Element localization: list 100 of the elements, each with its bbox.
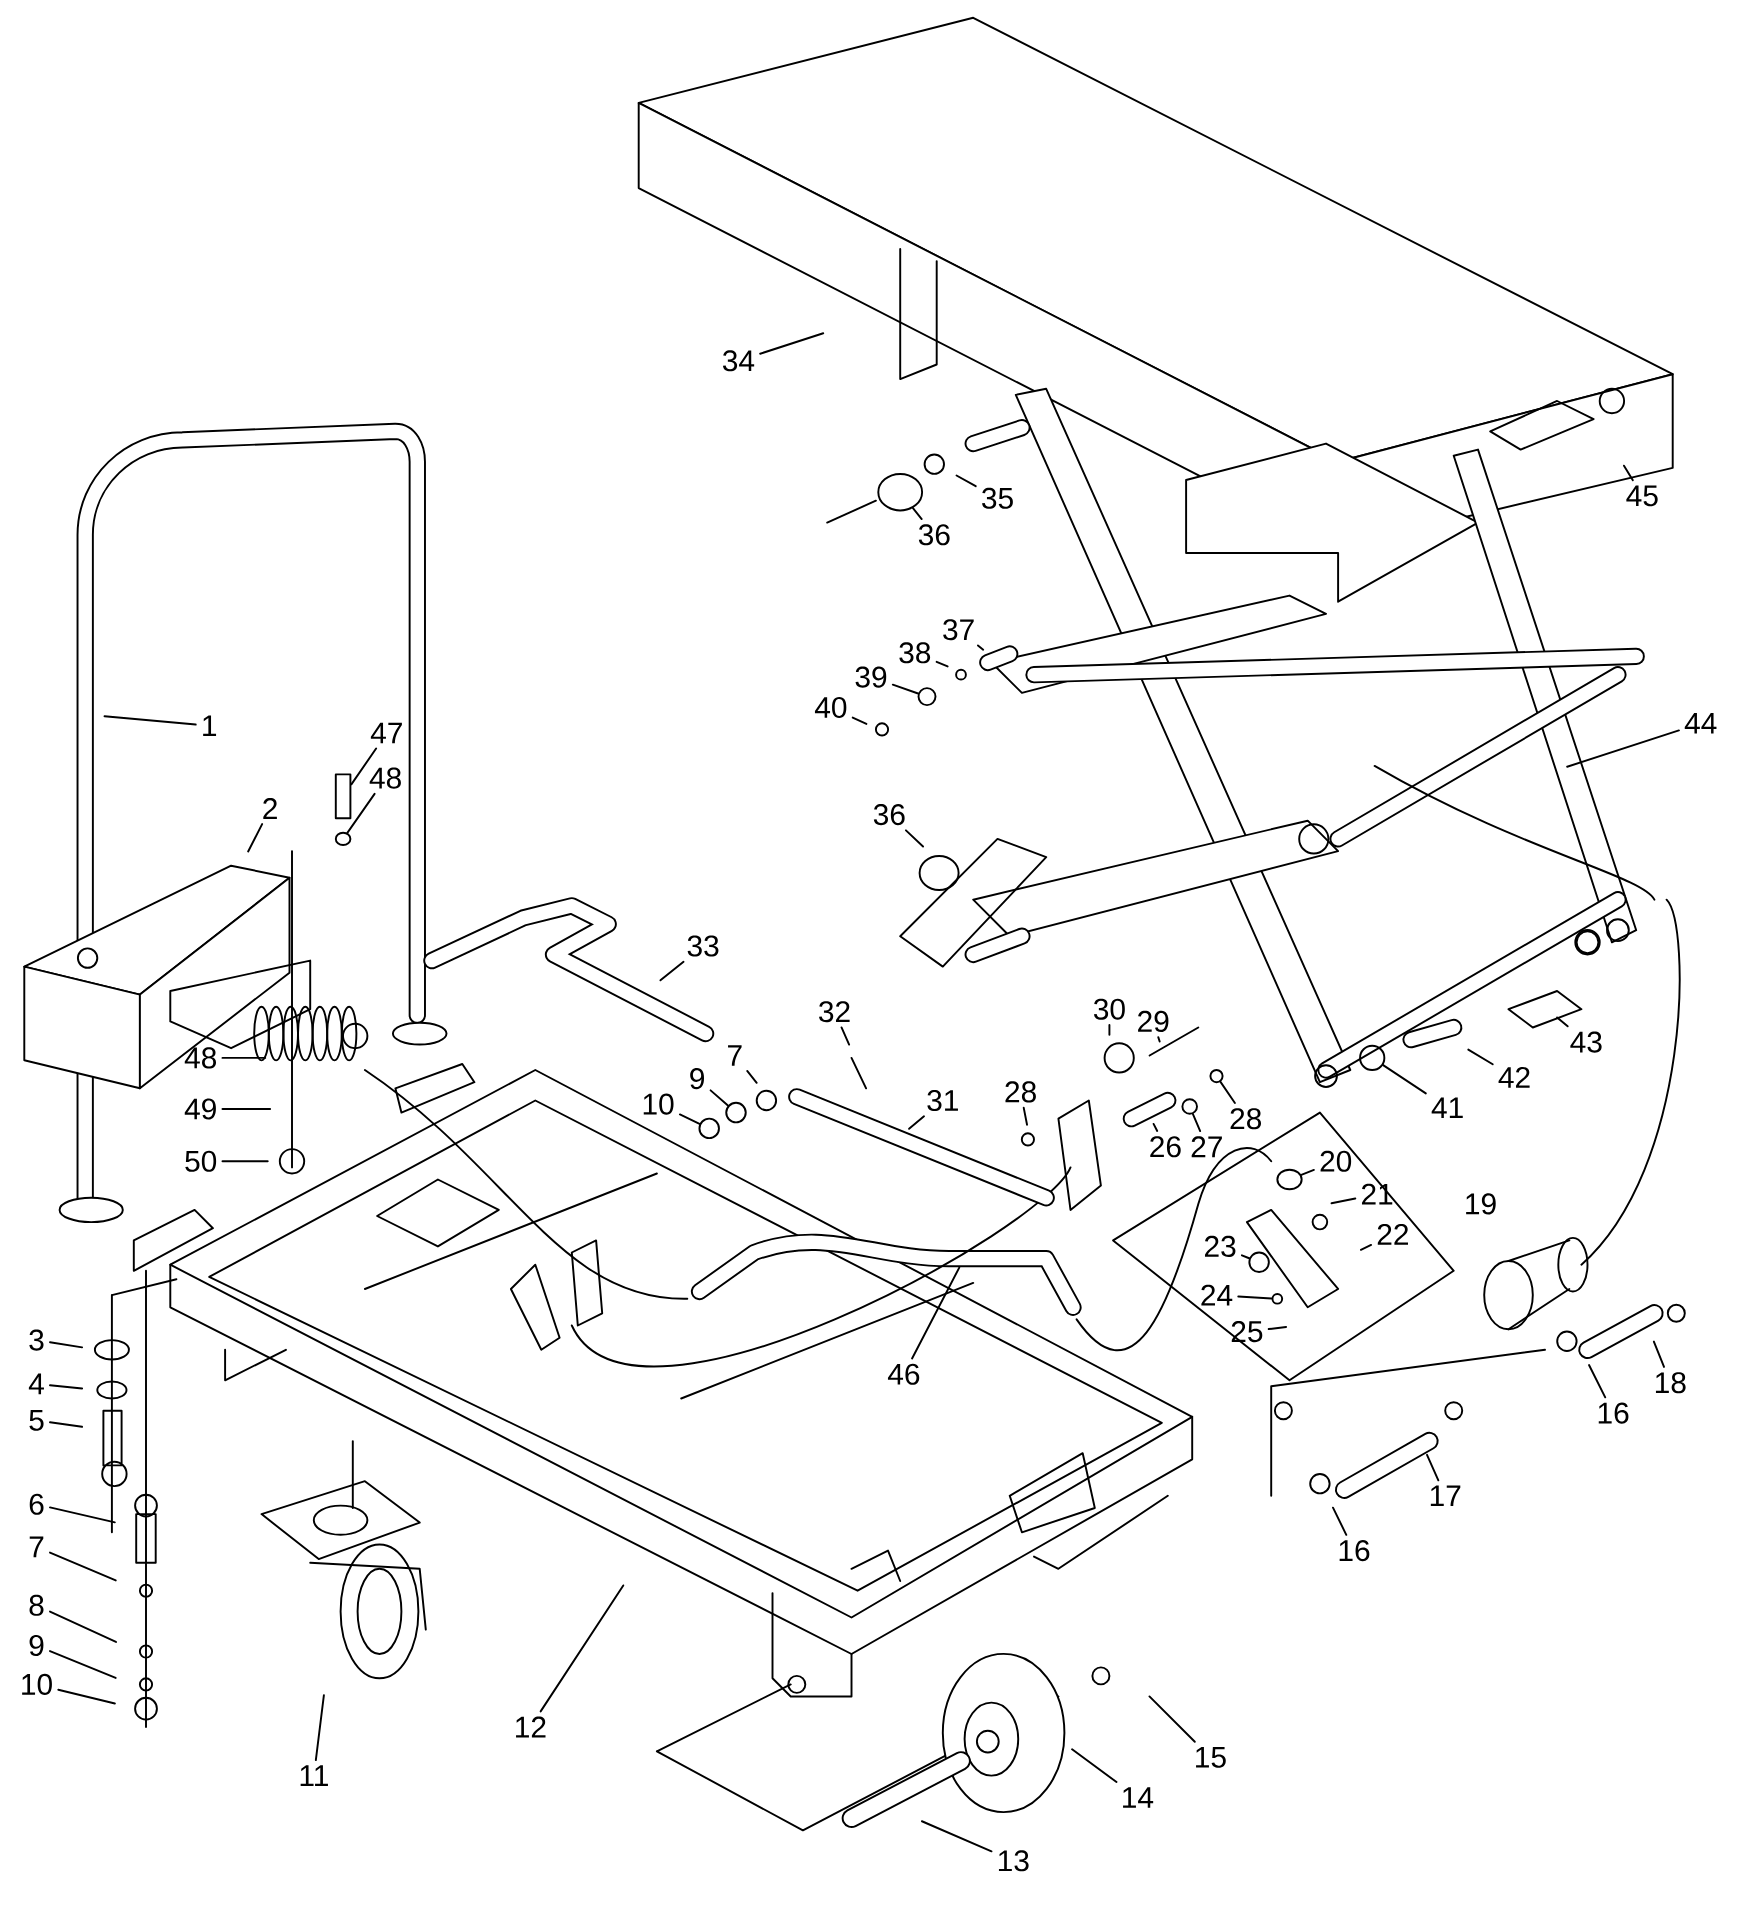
leader-line: [1300, 1168, 1315, 1176]
leader-line: [1267, 1326, 1288, 1330]
leader-line: [1359, 1243, 1373, 1251]
callout-number: 26: [1150, 1136, 1181, 1158]
leader-line: [935, 660, 949, 668]
callout-number: 16: [1339, 1540, 1370, 1562]
leader-line: [1148, 1695, 1196, 1743]
leader-line: [1152, 1122, 1159, 1132]
callout-number: 48: [369, 767, 401, 789]
leader-line: [103, 715, 197, 726]
washer: [1181, 1098, 1198, 1115]
leader-line: [1467, 1048, 1494, 1066]
leader-line: [49, 1421, 84, 1428]
callout-number: 40: [814, 696, 847, 719]
callout-number: 14: [1123, 1787, 1154, 1808]
leader-line: [49, 1610, 117, 1643]
leader-line: [746, 1070, 758, 1084]
callout-number: 41: [1431, 1097, 1463, 1119]
callout-number: 10: [22, 1673, 52, 1695]
leader-line: [1022, 1106, 1029, 1126]
leader-line: [1219, 1080, 1236, 1104]
washer: [917, 687, 937, 707]
callout-number: 47: [370, 722, 402, 744]
callout-number: 19: [1466, 1193, 1496, 1215]
callout-number: 16: [1598, 1402, 1629, 1424]
leader-line: [840, 1026, 851, 1046]
washer: [1271, 1292, 1284, 1305]
leader-line: [1240, 1254, 1251, 1260]
callout-number: 37: [943, 619, 974, 641]
callout-number: 32: [819, 1001, 850, 1023]
leader-line: [891, 683, 920, 695]
callout-number: 50: [185, 1150, 217, 1172]
leader-line: [221, 1056, 267, 1059]
leader-line: [221, 1160, 269, 1163]
leader-line: [905, 829, 925, 848]
callout-number: 36: [873, 804, 905, 826]
leader-line: [247, 823, 264, 853]
leader-line: [1330, 1197, 1357, 1205]
leader-line: [912, 507, 923, 520]
callout-number: 20: [1320, 1150, 1352, 1172]
leader-line: [57, 1688, 116, 1705]
callout-number: 11: [300, 1765, 328, 1786]
callout-number: 13: [998, 1850, 1029, 1872]
callout-number: 2: [263, 798, 277, 819]
callout-number: 5: [29, 1409, 44, 1431]
leader-line: [955, 474, 977, 488]
washer: [698, 1117, 720, 1140]
callout-number: 28: [1005, 1081, 1036, 1103]
callout-number: 29: [1138, 1010, 1169, 1032]
leader-line: [1426, 1453, 1440, 1482]
leader-line: [659, 960, 685, 982]
callout-number: 35: [982, 487, 1013, 509]
leader-line: [678, 1113, 701, 1125]
callout-number: 6: [29, 1493, 44, 1515]
leader-line: [911, 1266, 961, 1360]
leader-line: [1652, 1340, 1665, 1368]
leader-line: [1566, 729, 1680, 768]
callout-number: 42: [1498, 1066, 1530, 1088]
leader-line: [49, 1384, 84, 1390]
callout-number: 7: [29, 1536, 44, 1558]
callout-number: 23: [1205, 1235, 1236, 1257]
leader-line: [851, 716, 868, 725]
callout-number: 43: [1570, 1031, 1602, 1053]
callout-number: 18: [1655, 1372, 1686, 1394]
leader-line: [1623, 464, 1634, 482]
callout-number: 8: [29, 1594, 44, 1616]
leader-line: [1382, 1064, 1427, 1095]
callout-number: 1: [203, 715, 217, 737]
leader-line: [346, 792, 376, 834]
callout-number: 4: [28, 1373, 44, 1395]
leader-line: [49, 1506, 116, 1524]
bushing: [1276, 1168, 1303, 1191]
leader-line: [759, 332, 825, 355]
callout-number: 9: [29, 1634, 44, 1657]
leader-line: [908, 1115, 925, 1130]
callout-number: 24: [1201, 1284, 1233, 1306]
callout-number: 38: [899, 642, 931, 664]
leader-line: [1157, 1036, 1161, 1043]
callout-number: 3: [29, 1329, 44, 1351]
callout-number: 45: [1626, 485, 1658, 507]
callout-number: 34: [722, 350, 755, 372]
callout-number: 28: [1230, 1108, 1262, 1130]
leader-line: [1332, 1506, 1348, 1536]
washer: [725, 1101, 747, 1124]
leader-line: [1588, 1364, 1607, 1399]
washer: [1359, 1044, 1386, 1071]
callout-number: 15: [1196, 1746, 1226, 1768]
leader-line: [709, 1089, 729, 1107]
callout-number: 25: [1231, 1321, 1263, 1343]
leader-line: [977, 644, 985, 651]
callout-number: 27: [1191, 1136, 1222, 1158]
callout-number: 31: [927, 1089, 958, 1112]
leader-line: [49, 1650, 117, 1679]
bolt: [334, 773, 352, 820]
leader-line: [49, 1341, 84, 1349]
leader-line: [920, 1820, 993, 1853]
leader-line: [1108, 1024, 1111, 1036]
washer: [1248, 1251, 1270, 1273]
leader-line: [350, 747, 378, 786]
callout-number: 9: [690, 1068, 705, 1090]
